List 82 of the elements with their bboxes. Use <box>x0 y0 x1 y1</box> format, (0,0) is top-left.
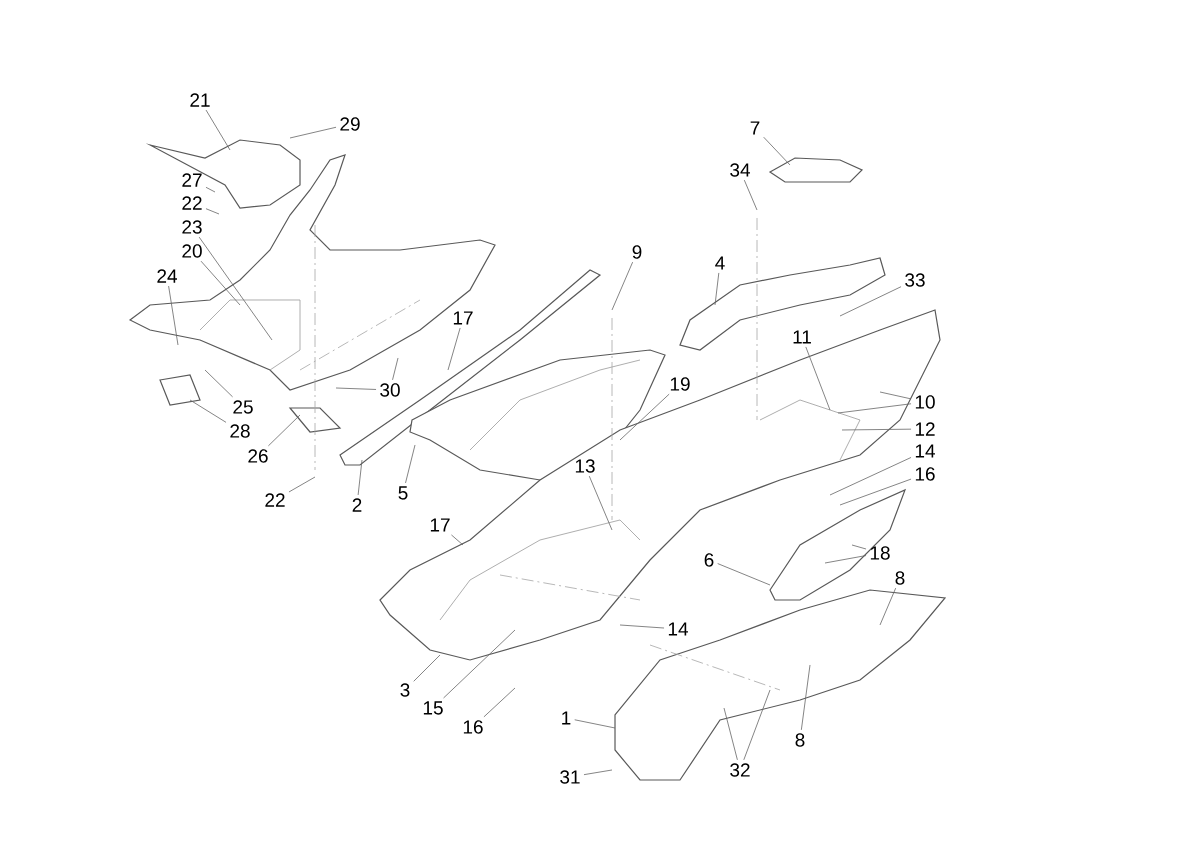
callout-number: 10 <box>915 395 935 409</box>
callout-number: 33 <box>905 273 925 287</box>
leader-line <box>800 664 811 731</box>
leader-line <box>841 428 912 431</box>
callout-number: 12 <box>915 422 935 436</box>
leader-line <box>335 387 377 390</box>
leader-line <box>714 272 720 306</box>
callout-number: 14 <box>668 622 688 636</box>
callout-number: 15 <box>423 701 443 715</box>
callout-number: 6 <box>704 553 714 567</box>
leader-line <box>413 654 441 682</box>
leader-line <box>205 208 220 215</box>
leader-line <box>879 391 912 400</box>
leader-line <box>763 136 791 166</box>
leader-line <box>743 689 771 761</box>
leader-line <box>168 285 179 346</box>
callout-number: 13 <box>575 459 595 473</box>
leader-line <box>837 403 912 414</box>
callout-number: 16 <box>463 720 483 734</box>
callout-number: 28 <box>230 424 250 438</box>
leader-line <box>357 459 363 496</box>
leader-line <box>611 261 634 311</box>
leader-line <box>205 186 216 193</box>
leader-line <box>198 236 273 341</box>
leader-line <box>839 286 902 317</box>
leader-line <box>619 624 665 629</box>
callout-number: 2 <box>352 498 362 512</box>
leader-line <box>723 707 738 761</box>
leader-line <box>392 357 399 381</box>
leader-line <box>443 629 516 699</box>
callout-number: 20 <box>182 244 202 258</box>
leader-line <box>447 327 461 371</box>
callout-number: 30 <box>380 383 400 397</box>
callout-number: 1 <box>562 711 571 725</box>
leader-line <box>829 457 912 496</box>
callout-number: 22 <box>265 493 285 507</box>
leader-line <box>824 555 867 564</box>
callout-number: 8 <box>895 571 905 585</box>
leader-line <box>839 478 912 506</box>
callout-number: 17 <box>430 518 450 532</box>
callout-number: 17 <box>453 311 473 325</box>
callout-number: 11 <box>793 330 811 344</box>
callout-number: 14 <box>915 444 935 458</box>
leader-line <box>189 399 227 423</box>
callout-number: 31 <box>560 770 580 784</box>
leader-line <box>619 393 670 441</box>
leader-line <box>267 414 301 447</box>
callout-number: 19 <box>670 377 690 391</box>
leader-line <box>805 346 831 411</box>
leader-line <box>583 769 613 776</box>
callout-number: 29 <box>340 117 360 131</box>
leader-line <box>288 476 316 493</box>
leader-line <box>200 260 241 306</box>
callout-number: 3 <box>400 683 410 697</box>
callout-number: 23 <box>182 220 202 234</box>
callout-number: 9 <box>632 245 642 259</box>
leader-line <box>451 534 464 546</box>
leader-line <box>405 444 416 484</box>
callout-number: 8 <box>795 733 805 747</box>
leader-line <box>743 179 758 211</box>
leader-line <box>204 369 233 398</box>
callout-number: 24 <box>157 269 177 283</box>
callout-number: 16 <box>915 467 935 481</box>
leader-line <box>205 109 231 151</box>
leader-line <box>289 126 337 139</box>
leader-line <box>588 475 613 531</box>
callout-number: 18 <box>870 546 890 560</box>
callout-number: 7 <box>750 121 760 135</box>
leader-line <box>717 563 771 586</box>
leader-line <box>483 687 516 718</box>
callout-number: 22 <box>182 196 202 210</box>
callout-number: 21 <box>190 93 210 107</box>
callout-number: 26 <box>248 449 268 463</box>
leader-line <box>879 587 897 626</box>
leader-line <box>851 544 867 550</box>
callout-number: 32 <box>730 763 750 777</box>
leader-line <box>574 719 616 729</box>
callout-number: 25 <box>233 400 253 414</box>
callout-number: 5 <box>398 486 408 500</box>
callout-number: 34 <box>730 163 750 177</box>
callout-number: 4 <box>715 256 725 270</box>
callout-number: 27 <box>182 173 202 187</box>
